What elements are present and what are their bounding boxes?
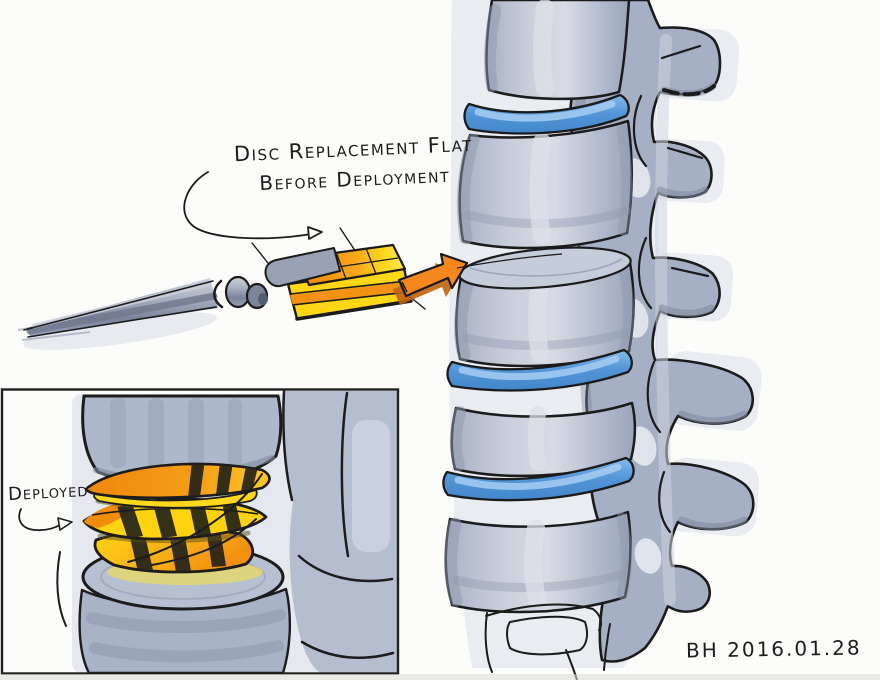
deployed-implant-figure: [82, 462, 271, 585]
annotation-arrow-icon: [183, 171, 323, 240]
implant-understrip: [93, 488, 258, 509]
body-shading: [444, 0, 635, 607]
tool-shadow-wash: [22, 312, 218, 350]
insertion-direction-arrow-icon: [393, 252, 563, 305]
artist-signature: BH 2016.01.28: [685, 635, 862, 663]
pointer-hairline: [456, 253, 563, 269]
posterior-ink-detail: [632, 44, 716, 534]
disc-blue: [446, 348, 633, 392]
tool-hinge: [213, 275, 269, 310]
paper-edge-shadow: [0, 674, 880, 680]
disc-highlights: [454, 100, 622, 491]
inset-deployed-figure: [0, 388, 400, 675]
inset-border: [0, 388, 400, 675]
target-disc-space: [458, 246, 632, 290]
disc-blue: [442, 456, 635, 502]
deployed-label: Deployed: [7, 479, 89, 506]
spine-figure: [442, 0, 762, 680]
flat-implant-figure: [264, 243, 413, 321]
tool-shaft-ink: [23, 280, 217, 338]
annotation-label: Disc Replacement Flat Before Deployment: [213, 128, 495, 200]
deployed-arrow-icon: [18, 508, 73, 532]
vertebral-body: [485, 0, 631, 101]
insertion-tool-figure: [17, 227, 426, 350]
implant-holder-bar: [264, 247, 341, 288]
